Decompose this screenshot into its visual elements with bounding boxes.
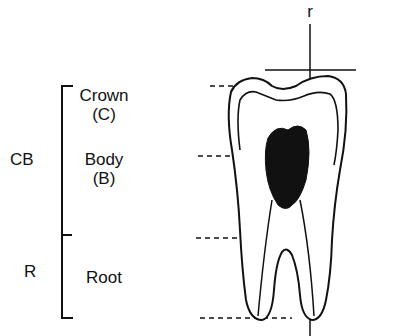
pulp-chamber	[265, 126, 309, 209]
tooth-outline	[229, 76, 347, 320]
reference-line	[265, 69, 356, 71]
axis-label: r	[307, 2, 313, 21]
part-label: Body (B)	[74, 150, 134, 188]
root-canal	[258, 200, 314, 316]
bracket	[62, 86, 73, 318]
part-label: R	[24, 262, 36, 281]
part-label: Root	[86, 268, 122, 287]
part-label: Crown (C)	[74, 86, 134, 124]
part-label: CB	[10, 150, 34, 169]
